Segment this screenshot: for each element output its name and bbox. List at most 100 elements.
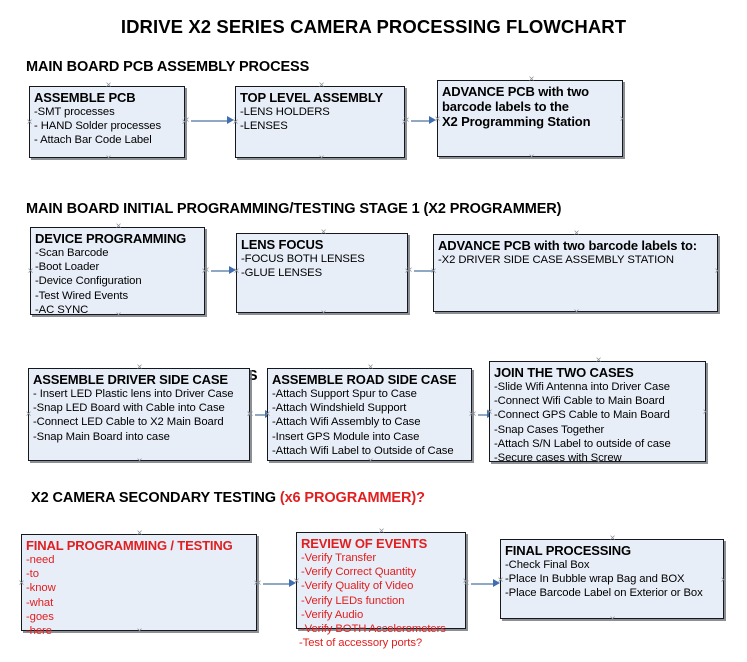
- flow-box-assemble-road-side-case[interactable]: ASSEMBLE ROAD SIDE CASE -Attach Support …: [265, 363, 475, 467]
- flow-box-line: -SMT processes: [34, 106, 115, 118]
- connector-top-level-assembly-to-advance-pcb[interactable]: × ×: [404, 115, 442, 126]
- connection-handle-right[interactable]: ×: [702, 407, 709, 418]
- flow-box-line-overflow: -Test of accessory ports?: [299, 637, 423, 650]
- connection-handle-top[interactable]: ×: [609, 533, 616, 544]
- flow-box-line: -Attach Windshield Support: [272, 402, 407, 415]
- flow-box-title: ADVANCE PCB with two barcode labels to:: [438, 238, 697, 253]
- flow-box-line: -Connect GPS Cable to Main Board: [494, 409, 670, 422]
- connection-handle-top[interactable]: ×: [573, 228, 580, 239]
- connection-handle-left[interactable]: ×: [27, 266, 34, 277]
- connection-handle-top[interactable]: ×: [528, 74, 535, 85]
- flow-box-advance-pcb-driver-side-case[interactable]: ADVANCE PCB with two barcode labels to: …: [431, 229, 721, 318]
- flow-box-line: X2 Programming Station: [442, 114, 591, 129]
- connector-device-programming-to-lens-focus[interactable]: × ×: [204, 265, 242, 276]
- flow-box-line: -Attach Support Spur to Case: [272, 388, 417, 400]
- flow-box-line: -LENS HOLDERS: [240, 106, 330, 118]
- flow-box-assemble-driver-side-case[interactable]: ASSEMBLE DRIVER SIDE CASE - Insert LED P…: [26, 363, 253, 467]
- connector-handle-start[interactable]: ×: [463, 578, 470, 589]
- connection-handle-left[interactable]: ×: [18, 578, 25, 589]
- flow-box-final-processing[interactable]: FINAL PROCESSING -Check Final Box -Place…: [498, 534, 727, 625]
- flow-box-line: -Snap Cases Together: [494, 423, 605, 436]
- flow-box-line: -Slide Wifi Antenna into Driver Case: [494, 381, 670, 393]
- connector-line: [263, 583, 289, 585]
- connector-handle-start[interactable]: ×: [247, 409, 254, 420]
- connection-handle-bottom[interactable]: ×: [320, 308, 327, 319]
- connection-handle-bottom[interactable]: ×: [136, 456, 143, 467]
- flow-box-line: -Secure cases with Screw: [494, 452, 622, 465]
- connector-handle-start[interactable]: ×: [470, 409, 477, 420]
- flow-box-line: -X2 DRIVER SIDE CASE ASSEMBLY STATION: [438, 254, 674, 266]
- flow-box-review-of-events[interactable]: REVIEW OF EVENTS -Verify Transfer -Verif…: [294, 527, 469, 650]
- arrow-head-icon: [227, 116, 234, 124]
- connector-handle-start[interactable]: ×: [403, 115, 410, 126]
- flow-box-line: -Attach S/N Label to outside of case: [494, 437, 671, 450]
- page-title: IDRIVE X2 SERIES CAMERA PROCESSING FLOWC…: [120, 16, 627, 37]
- flow-box-final-programming-testing[interactable]: FINAL PROGRAMMING / TESTING -need -to -k…: [19, 529, 260, 638]
- flow-box-line: -Boot Loader: [35, 261, 100, 274]
- connection-handle-top[interactable]: ×: [318, 80, 325, 91]
- connection-handle-right[interactable]: ×: [720, 575, 727, 586]
- flow-box-line: -Place Barcode Label on Exterior or Box: [505, 587, 703, 600]
- flow-box-title: ASSEMBLE DRIVER SIDE CASE: [33, 372, 228, 387]
- connector-handle-start[interactable]: ×: [255, 578, 262, 589]
- flow-box-line: -Place In Bubble wrap Bag and BOX: [505, 573, 685, 586]
- section-heading-text: MAIN BOARD INITIAL PROGRAMMING/TESTING S…: [26, 201, 562, 217]
- flow-box-advance-pcb-programming-station[interactable]: ADVANCE PCB with two barcode labels to t…: [435, 75, 626, 163]
- flow-box-line: -Check Final Box: [505, 559, 590, 571]
- connector-line: [191, 120, 227, 122]
- section-heading-accent: (x6 PROGRAMMER)?: [279, 490, 425, 506]
- connection-handle-bottom[interactable]: ×: [318, 153, 325, 164]
- connection-handle-bottom[interactable]: ×: [528, 152, 535, 163]
- flow-box-assemble-pcb[interactable]: ASSEMBLE PCB -SMT processes - HAND Solde…: [27, 81, 188, 164]
- flow-box-line: -GLUE LENSES: [241, 267, 323, 280]
- flow-box-line: -need: [26, 554, 55, 566]
- connector-handle-start[interactable]: ×: [203, 265, 210, 276]
- flow-box-join-the-two-cases[interactable]: JOIN THE TWO CASES -Slide Wifi Antenna i…: [487, 356, 709, 468]
- arrow-head-icon: [229, 266, 236, 274]
- connector-assemble-pcb-to-top-level-assembly[interactable]: × ×: [184, 115, 240, 126]
- flow-box-line: -Verify Quality of Video: [301, 580, 414, 593]
- section-heading-main-board-initial-programming: MAIN BOARD INITIAL PROGRAMMING/TESTING S…: [26, 201, 562, 217]
- arrow-head-icon: [493, 579, 500, 587]
- connector-handle-start[interactable]: ×: [406, 265, 413, 276]
- flow-box-line: -Test Wired Events: [35, 289, 128, 302]
- flow-box-device-programming[interactable]: DEVICE PROGRAMMING -Scan Barcode -Boot L…: [28, 222, 208, 321]
- arrow-head-icon: [429, 116, 436, 124]
- connector-review-of-events-to-final-processing[interactable]: × ×: [464, 578, 506, 589]
- connection-handle-top[interactable]: ×: [320, 227, 327, 238]
- connection-handle-top[interactable]: ×: [595, 355, 602, 366]
- flow-box-line: -to: [26, 568, 39, 581]
- flow-box-line: -Connect LED Cable to X2 Main Board: [33, 416, 224, 429]
- flow-box-line: -Device Configuration: [35, 275, 142, 288]
- connection-handle-bottom[interactable]: ×: [367, 456, 374, 467]
- connection-handle-top[interactable]: ×: [105, 80, 112, 91]
- flow-box-title: ASSEMBLE ROAD SIDE CASE: [272, 372, 457, 387]
- connection-handle-bottom[interactable]: ×: [573, 307, 580, 318]
- flow-box-line: - HAND Solder processes: [34, 120, 162, 133]
- flow-box-line: -what: [26, 596, 54, 609]
- flow-box-line: -Verify Audio: [301, 608, 364, 621]
- flow-box-title: ADVANCE PCB with two: [442, 84, 589, 99]
- connection-handle-top[interactable]: ×: [115, 221, 122, 232]
- flow-box-title: JOIN THE TWO CASES: [494, 365, 634, 380]
- connector-final-programming-to-review-of-events[interactable]: × ×: [256, 578, 302, 589]
- connection-handle-top[interactable]: ×: [136, 362, 143, 373]
- connection-handle-right[interactable]: ×: [714, 266, 721, 277]
- flow-box-top-level-assembly[interactable]: TOP LEVEL ASSEMBLY -LENS HOLDERS -LENSES…: [233, 81, 408, 164]
- section-heading-text: X2 CAMERA SECONDARY TESTING: [31, 490, 280, 506]
- connection-handle-left[interactable]: ×: [25, 409, 32, 420]
- flow-box-lens-focus[interactable]: LENS FOCUS -FOCUS BOTH LENSES -GLUE LENS…: [234, 228, 411, 319]
- connector-line: [411, 120, 429, 122]
- connection-handle-top[interactable]: ×: [367, 362, 374, 373]
- connector-line: [414, 270, 433, 272]
- flow-box-line: -here: [26, 625, 52, 638]
- connection-handle-left[interactable]: ×: [26, 117, 33, 128]
- connection-handle-top[interactable]: ×: [378, 526, 385, 537]
- connector-handle-start[interactable]: ×: [183, 115, 190, 126]
- flow-box-line: barcode labels to the: [442, 99, 569, 114]
- connection-handle-bottom[interactable]: ×: [609, 614, 616, 625]
- arrow-head-icon: [289, 579, 296, 587]
- connection-handle-top[interactable]: ×: [136, 528, 143, 539]
- connection-handle-right[interactable]: ×: [619, 114, 626, 125]
- connection-handle-bottom[interactable]: ×: [105, 153, 112, 164]
